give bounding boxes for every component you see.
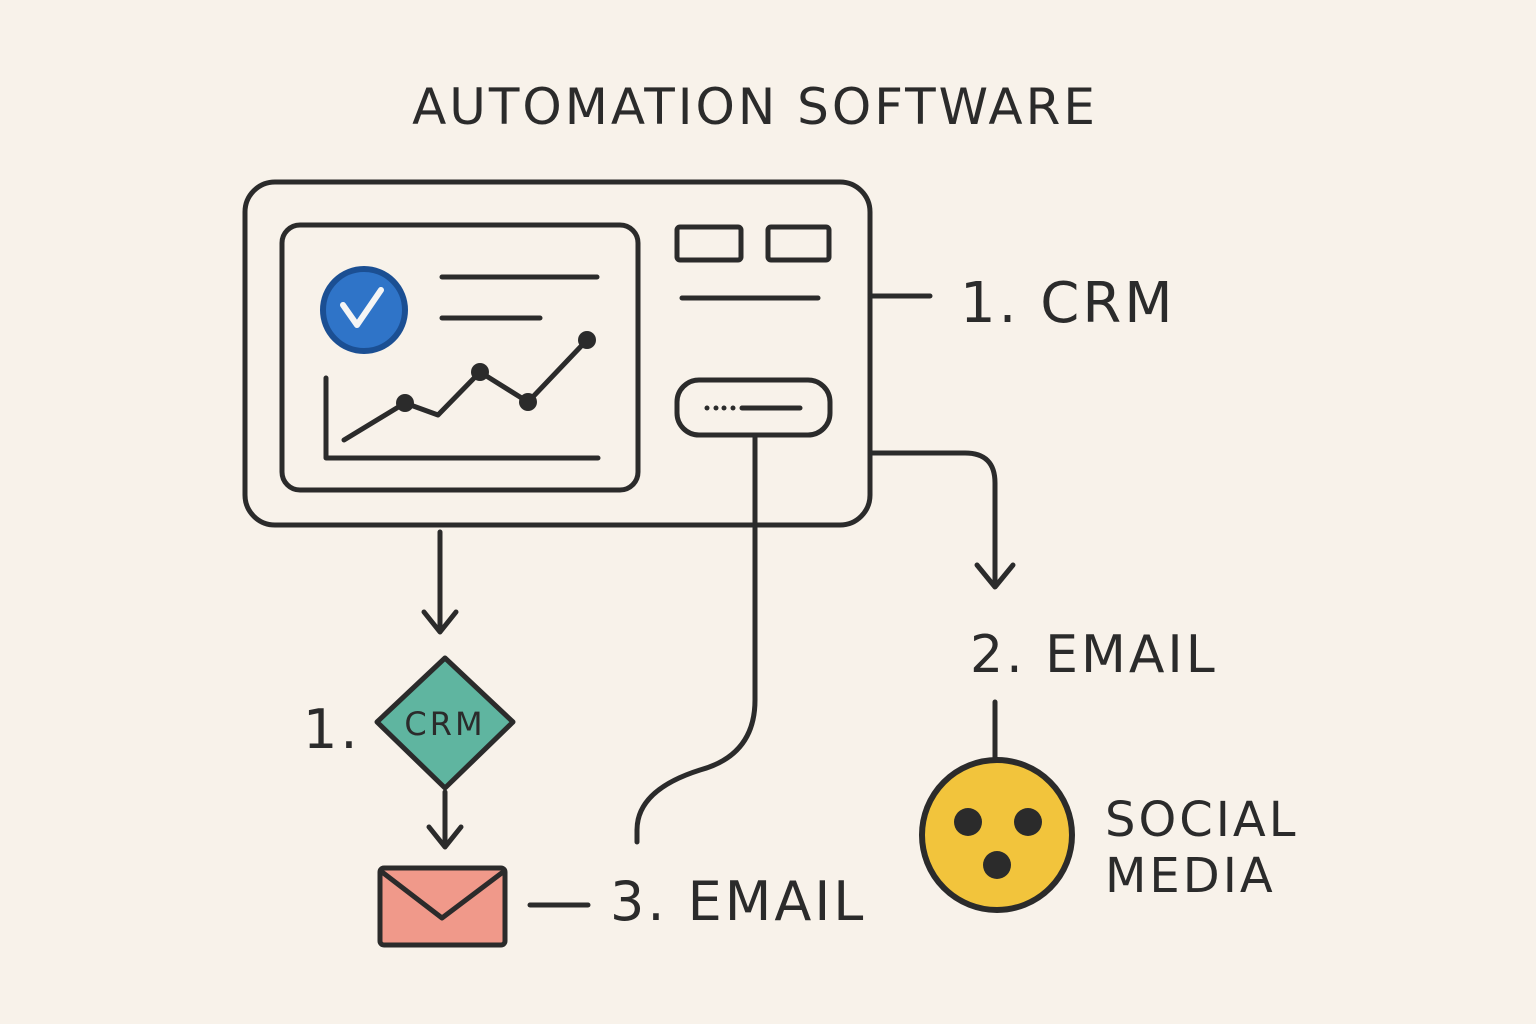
diagram-title: AUTOMATION SOFTWARE bbox=[412, 78, 1098, 136]
input-field-icon bbox=[674, 377, 833, 438]
check-badge-icon bbox=[320, 266, 408, 354]
envelope-icon bbox=[377, 865, 508, 948]
step-one-number: 1. bbox=[303, 698, 361, 761]
window-button bbox=[674, 224, 744, 263]
email-label-3: 3. EMAIL bbox=[610, 870, 866, 933]
window-button bbox=[765, 224, 832, 263]
social-label-line1: SOCIAL bbox=[1105, 792, 1299, 848]
down-arrow-icon bbox=[426, 789, 464, 850]
software-window bbox=[242, 179, 873, 528]
crm-label: 1. CRM bbox=[960, 271, 1176, 336]
social-media-face-icon bbox=[919, 757, 1075, 913]
email-label-2: 2. EMAIL bbox=[970, 625, 1218, 685]
down-arrow-icon bbox=[421, 529, 459, 635]
crm-diamond-label: CRM bbox=[404, 705, 485, 743]
crm-diamond-icon: CRM bbox=[374, 655, 516, 791]
line-chart-icon bbox=[323, 331, 601, 461]
connector bbox=[634, 432, 758, 845]
connector-arrow bbox=[867, 450, 998, 588]
social-label-line2: MEDIA bbox=[1105, 848, 1276, 904]
arrow-head-icon bbox=[974, 562, 1016, 590]
